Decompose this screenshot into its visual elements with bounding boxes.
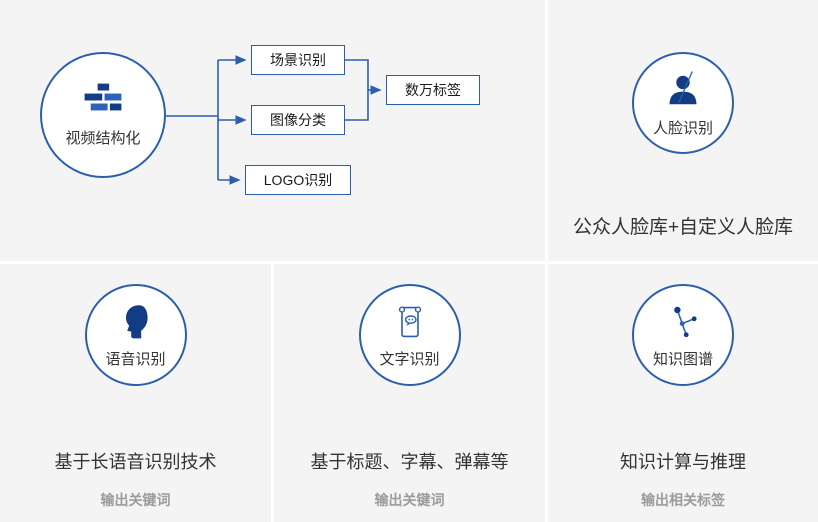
text-recognition-icon — [398, 306, 421, 337]
panel-knowledge-graph: 知识图谱 知识计算与推理 输出相关标签 — [548, 264, 818, 522]
panel-speech-recognition: 语音识别 基于长语音识别技术 输出关键词 — [0, 264, 271, 522]
flow-connectors — [166, 55, 382, 185]
flow-node-image-classification: 图像分类 — [251, 105, 345, 135]
face-recognition-caption: 公众人脸库+自定义人脸库 — [572, 217, 794, 238]
text-recognition-caption: 基于标题、字幕、弹幕等 — [310, 452, 509, 472]
video-structuring-icon — [84, 83, 122, 110]
face-recognition-circle: 人脸识别 — [632, 52, 734, 154]
text-recognition-label: 文字识别 — [379, 350, 440, 368]
panel-video-structuring: 视频结构化 场景识别 图像分类 LOGO识别 数万标签 — [0, 0, 545, 261]
flow-node-tens-of-thousands-tags: 数万标签 — [386, 75, 480, 105]
panel-face-recognition: 人脸识别 公众人脸库+自定义人脸库 — [548, 0, 818, 261]
video-structuring-circle: 视频结构化 — [40, 52, 166, 178]
knowledge-graph-label: 知识图谱 — [652, 350, 713, 368]
video-structuring-label: 视频结构化 — [65, 129, 141, 147]
text-recognition-subcaption: 输出关键词 — [374, 492, 445, 508]
knowledge-graph-subcaption: 输出相关标签 — [641, 492, 725, 508]
face-recognition-icon — [669, 70, 697, 104]
knowledge-graph-circle: 知识图谱 — [632, 284, 734, 386]
speech-recognition-subcaption: 输出关键词 — [100, 492, 171, 508]
flow-node-scene-recognition: 场景识别 — [251, 45, 345, 75]
panel-text-recognition: 文字识别 基于标题、字幕、弹幕等 输出关键词 — [274, 264, 545, 522]
face-recognition-label: 人脸识别 — [652, 119, 713, 137]
speech-recognition-icon — [125, 304, 148, 338]
knowledge-graph-icon — [674, 306, 697, 337]
speech-recognition-circle: 语音识别 — [84, 284, 187, 386]
speech-recognition-label: 语音识别 — [105, 350, 166, 368]
text-recognition-circle: 文字识别 — [358, 284, 461, 386]
flow-node-logo-recognition: LOGO识别 — [245, 165, 351, 195]
knowledge-graph-caption: 知识计算与推理 — [620, 452, 746, 472]
speech-recognition-caption: 基于长语音识别技术 — [54, 452, 217, 472]
